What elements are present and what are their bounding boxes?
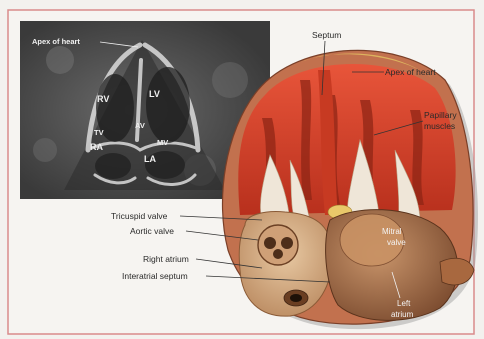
echo-la-label: LA bbox=[144, 154, 156, 164]
echo-av-label: AV bbox=[135, 121, 145, 130]
interatrial-label: Interatrial septum bbox=[122, 271, 188, 281]
tricuspid-label: Tricuspid valve bbox=[111, 211, 168, 221]
aortic-ostium-2 bbox=[281, 237, 293, 249]
echo-lv-label: LV bbox=[149, 89, 160, 99]
right-atrium-label: Right atrium bbox=[143, 254, 189, 264]
echo-mv-label: MV bbox=[157, 138, 168, 147]
echo-tv-label: TV bbox=[94, 128, 104, 137]
echo-rv-label: RV bbox=[97, 94, 109, 104]
anatomy-illustration bbox=[222, 50, 477, 329]
echo-ra-chamber bbox=[95, 153, 131, 179]
left-atrium-label-line2: atrium bbox=[391, 310, 414, 319]
papillary-label-line1: Papillary bbox=[424, 110, 457, 120]
septum-label: Septum bbox=[312, 30, 341, 40]
mitral-label-line1: Mitral bbox=[382, 227, 402, 236]
aortic-label: Aortic valve bbox=[130, 226, 174, 236]
atrial-opening-core bbox=[290, 294, 302, 302]
aortic-ostium-3 bbox=[273, 249, 283, 259]
echo-ra-label: RA bbox=[90, 142, 103, 152]
aortic-ostium-1 bbox=[264, 237, 276, 249]
papillary-label-line2: muscles bbox=[424, 121, 455, 131]
left-atrium-label-line1: Left bbox=[397, 299, 411, 308]
echo-lv-chamber bbox=[146, 67, 190, 143]
echo-apex-label: Apex of heart bbox=[32, 37, 80, 46]
apex-label: Apex of heart bbox=[385, 67, 436, 77]
mitral-label-line2: valve bbox=[387, 238, 406, 247]
